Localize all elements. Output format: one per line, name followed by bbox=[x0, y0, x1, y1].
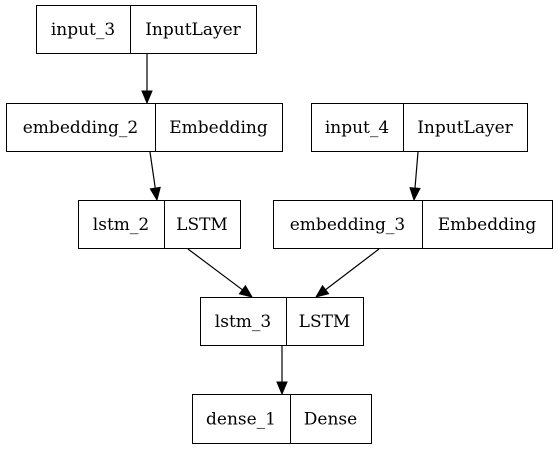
edge-embedding-2-to-lstm-2 bbox=[149, 151, 161, 202]
arrowhead bbox=[149, 186, 161, 202]
edges-layer bbox=[141, 54, 421, 396]
layer-node-embedding-2: embedding_2 Embedding bbox=[6, 103, 283, 152]
node-box bbox=[6, 103, 283, 152]
node-name-label: input_4 bbox=[325, 118, 389, 138]
edge-line bbox=[414, 151, 419, 189]
layer-node-input-3: input_3 InputLayer bbox=[36, 5, 257, 54]
layer-node-embedding-3: embedding_3 Embedding bbox=[273, 200, 553, 249]
layer-node-input-4: input_4 InputLayer bbox=[311, 103, 528, 152]
layer-node-lstm-2: lstm_2 LSTM bbox=[78, 200, 241, 249]
edge-line bbox=[187, 248, 243, 291]
edge-input-4-to-embedding-3 bbox=[409, 151, 421, 202]
node-box bbox=[273, 200, 553, 249]
edge-line bbox=[149, 151, 156, 189]
edge-lstm-3-to-dense-1 bbox=[276, 346, 288, 396]
edge-line bbox=[325, 248, 380, 291]
arrowhead bbox=[409, 187, 421, 202]
layer-node-dense-1: dense_1 Dense bbox=[192, 394, 372, 444]
node-type-label: Dense bbox=[304, 410, 357, 430]
node-name-label: embedding_2 bbox=[23, 118, 138, 138]
node-box bbox=[200, 297, 364, 346]
layer-node-lstm-3: lstm_3 LSTM bbox=[200, 297, 364, 346]
node-box bbox=[192, 394, 372, 444]
node-type-label: LSTM bbox=[176, 215, 228, 235]
edge-input-3-to-embedding-2 bbox=[141, 54, 153, 105]
node-name-label: dense_1 bbox=[206, 410, 276, 430]
node-type-label: Embedding bbox=[169, 118, 268, 138]
arrowhead bbox=[141, 90, 153, 105]
arrowhead bbox=[238, 284, 254, 298]
edge-embedding-3-to-lstm-3 bbox=[314, 248, 380, 298]
node-name-label: embedding_3 bbox=[290, 215, 405, 235]
node-name-label: lstm_3 bbox=[215, 312, 271, 332]
node-name-label: lstm_2 bbox=[93, 215, 149, 235]
edge-lstm-2-to-lstm-3 bbox=[187, 248, 254, 298]
node-type-label: InputLayer bbox=[145, 20, 241, 40]
node-type-label: InputLayer bbox=[417, 118, 513, 138]
node-type-label: LSTM bbox=[299, 312, 351, 332]
node-box bbox=[36, 5, 257, 54]
node-box bbox=[78, 200, 241, 249]
arrowhead bbox=[314, 284, 330, 298]
arrowhead bbox=[276, 381, 288, 396]
node-type-label: Embedding bbox=[438, 215, 537, 235]
node-name-label: input_3 bbox=[51, 20, 115, 40]
node-box bbox=[311, 103, 528, 152]
